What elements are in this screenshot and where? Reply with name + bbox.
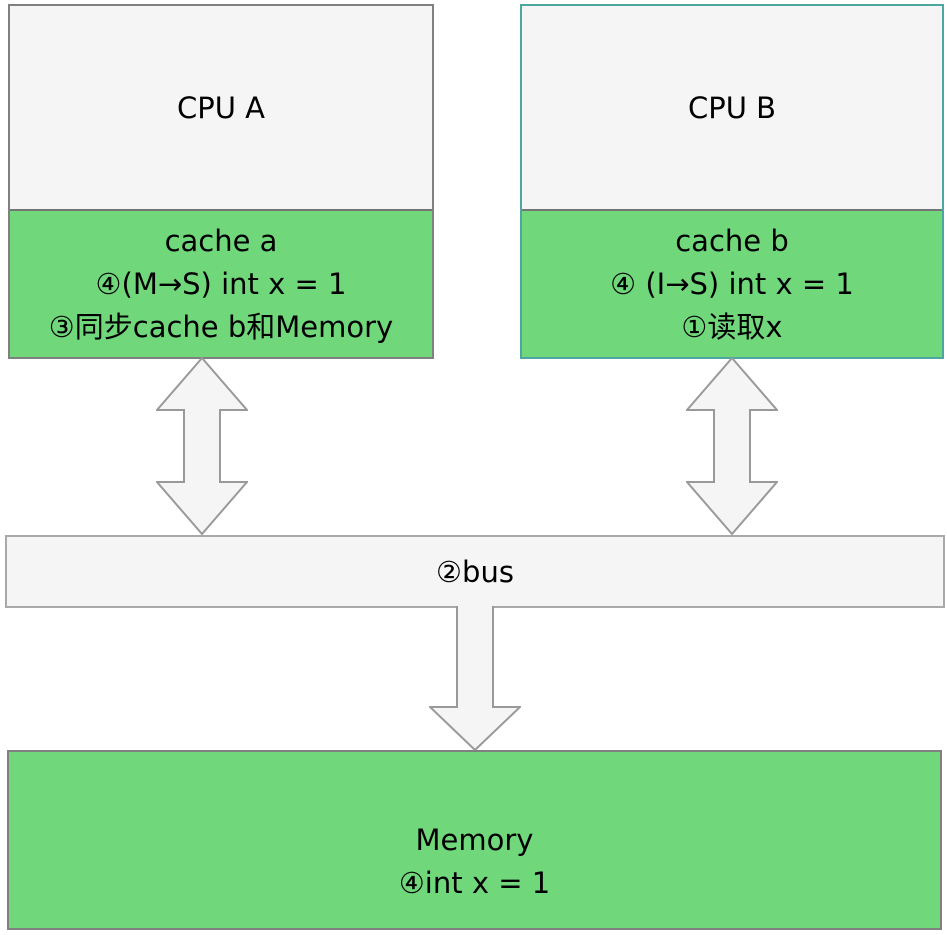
bus-memory-down-arrow-icon bbox=[429, 606, 521, 751]
cpu-a-title: CPU A bbox=[10, 6, 432, 209]
cpu-b-bus-double-arrow-icon bbox=[686, 357, 778, 535]
cache-b-section: cache b ④ (I→S) int x = 1 ①读取x bbox=[522, 209, 942, 357]
cache-a-section: cache a ④(M→S) int x = 1 ③同步cache b和Memo… bbox=[10, 209, 432, 357]
bus-label: ②bus bbox=[436, 554, 514, 589]
memory-title: Memory bbox=[415, 823, 534, 857]
cpu-a-box: CPU A cache a ④(M→S) int x = 1 ③同步cache … bbox=[8, 4, 434, 359]
bus-bar: ②bus bbox=[5, 535, 945, 608]
memory-value-line: ④int x = 1 bbox=[398, 866, 551, 900]
memory-box: Memory ④int x = 1 bbox=[7, 750, 942, 930]
cache-b-state-line: ④ (I→S) int x = 1 bbox=[610, 266, 854, 301]
cache-a-state-line: ④(M→S) int x = 1 bbox=[95, 266, 347, 301]
cpu-a-bus-double-arrow-icon bbox=[156, 357, 248, 535]
cache-a-name: cache a bbox=[164, 223, 278, 258]
cpu-b-title: CPU B bbox=[522, 6, 942, 209]
cache-b-name: cache b bbox=[675, 223, 789, 258]
cache-b-action-line: ①读取x bbox=[681, 309, 783, 344]
cache-a-action-line: ③同步cache b和Memory bbox=[48, 309, 394, 344]
cpu-b-box: CPU B cache b ④ (I→S) int x = 1 ①读取x bbox=[520, 4, 944, 359]
